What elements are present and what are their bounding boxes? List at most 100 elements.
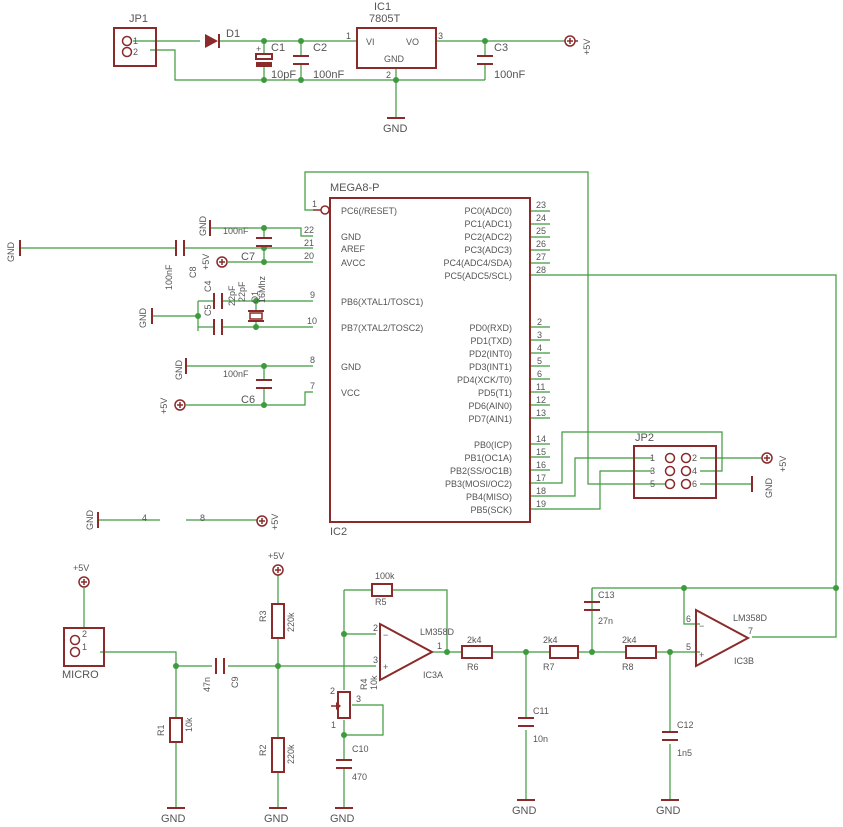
- vcc-c6-label: +5V: [159, 398, 169, 414]
- gnd-r2-label: GND: [264, 813, 289, 825]
- pin-pb3: PB3(MOSI/OC2): [445, 479, 512, 489]
- pin-pc6: PC6(/RESET): [341, 206, 397, 216]
- c11-capacitor: C11 10n GND: [512, 706, 549, 817]
- pin-11-num: 11: [536, 382, 545, 392]
- c7-capacitor: 100nF C7: [223, 226, 272, 263]
- ic3b-type: LM358D: [733, 613, 768, 623]
- jp1-connector: JP1 1 2: [113, 13, 157, 67]
- d1-label: D1: [226, 28, 240, 40]
- pin-pb5: PB5(SCK): [470, 505, 512, 515]
- ic3a-type: LM358D: [420, 627, 455, 637]
- gnd-pwr-label: GND: [85, 510, 95, 531]
- gnd-jp2-label: GND: [764, 478, 774, 499]
- ic1-regulator: IC1 7805T VI VO GND 1 3 2: [346, 1, 443, 80]
- pin-pc4: PC4(ADC4/SDA): [443, 258, 512, 268]
- q1-crystal: Q1 16Mhz: [248, 275, 267, 322]
- vcc-symbol-jp2: +5V: [761, 452, 788, 472]
- pin-5-num: 5: [537, 356, 542, 366]
- pin-pb1: PB1(OC1A): [464, 453, 512, 463]
- ic1-pin1: 1: [346, 31, 351, 41]
- c9-value: 47n: [202, 677, 212, 692]
- gnd-symbol-c7: GND: [198, 216, 211, 237]
- r4-potentiometer: R4 10k 2 3 1: [330, 675, 379, 730]
- pin-14-num: 14: [536, 434, 546, 444]
- d1-diode: D1: [205, 28, 240, 48]
- ic1-name: IC1: [374, 1, 391, 13]
- pin-25-num: 25: [536, 226, 546, 236]
- c1-value: 10pF: [271, 69, 296, 81]
- vcc-jp2-label: +5V: [778, 456, 788, 472]
- r1-label: R1: [156, 724, 166, 736]
- gnd-symbol-left: GND: [6, 240, 21, 263]
- c10-capacitor: C10 470 GND: [330, 744, 369, 825]
- r8-resistor: 2k4 R8: [622, 635, 657, 672]
- c3-label: C3: [494, 42, 508, 54]
- pin-pc3: PC3(ADC3): [464, 245, 512, 255]
- gnd-c6-label: GND: [174, 360, 184, 381]
- gnd-symbol-jp2: GND: [751, 476, 774, 499]
- ic1-vo: VO: [406, 37, 419, 47]
- pin-pd6: PD6(AIN0): [468, 401, 512, 411]
- vcc-pwr-label: +5V: [270, 514, 280, 530]
- ic2-name-label: IC2: [330, 526, 347, 538]
- r4-label: R4: [359, 678, 369, 690]
- c6-value: 100nF: [223, 369, 249, 379]
- pin-pb7: PB7(XTAL2/TOSC2): [341, 323, 423, 333]
- jp2-pin5: 5: [650, 479, 655, 489]
- jp2-label: JP2: [635, 432, 654, 444]
- c4-value: 22pF: [227, 285, 237, 306]
- r6-value: 2k4: [467, 635, 482, 645]
- vcc-top-label: +5V: [582, 39, 592, 55]
- pin-10-num: 10: [307, 316, 317, 326]
- r1-resistor: R1 10k GND: [156, 717, 194, 825]
- r3-resistor: R3 220k: [258, 603, 296, 639]
- c8-capacitor: C8 100nF: [164, 240, 198, 290]
- ic3b-label: IC3B: [734, 656, 754, 666]
- gnd-left-label: GND: [6, 242, 16, 263]
- wires: [20, 40, 837, 808]
- c10-label: C10: [352, 744, 369, 754]
- jp2-pin4: 4: [692, 466, 697, 476]
- gnd-c7-label: GND: [198, 216, 208, 237]
- pin-27-num: 27: [536, 252, 546, 262]
- c2-label: C2: [313, 42, 327, 54]
- pin-gnd-b: GND: [341, 362, 362, 372]
- jp2-pin3: 3: [650, 466, 655, 476]
- pin-6-num: 6: [537, 369, 542, 379]
- c11-label: C11: [533, 706, 549, 716]
- ic1-gnd: GND: [384, 54, 405, 64]
- pin-19-num: 19: [536, 499, 546, 509]
- r8-value: 2k4: [622, 635, 637, 645]
- c1-plus: +: [256, 44, 261, 54]
- pin-pd0: PD0(RXD): [469, 323, 512, 333]
- c6-capacitor: 100nF C6: [223, 369, 272, 406]
- pin-pc2: PC2(ADC2): [464, 232, 512, 242]
- gnd-top-label: GND: [383, 123, 408, 135]
- ic3b-pin5: 5: [686, 642, 691, 652]
- ic3a-pin3: 3: [373, 655, 378, 665]
- r2-resistor: R2 220k GND: [258, 737, 296, 825]
- gnd-r1-label: GND: [161, 813, 186, 825]
- pin-vcc: VCC: [341, 388, 361, 398]
- micro-connector: 2 1 MICRO: [62, 627, 105, 681]
- pin-pb6: PB6(XTAL1/TOSC1): [341, 297, 423, 307]
- vcc-avcc-label: +5V: [201, 254, 211, 270]
- opamp-power-pins: GND 4 8 +5V: [85, 510, 280, 531]
- c2-capacitor: C2 100nF: [293, 42, 344, 81]
- pin-9-num: 9: [310, 290, 315, 300]
- c12-value: 1n5: [677, 748, 692, 758]
- ic1-vi: VI: [366, 37, 375, 47]
- pin-pc0: PC0(ADC0): [464, 206, 512, 216]
- jp2-pin2: 2: [692, 453, 697, 463]
- c12-label: C12: [677, 720, 694, 730]
- c4-capacitor: C4 22pF: [203, 280, 237, 309]
- c12-capacitor: C12 1n5 GND: [656, 720, 694, 817]
- vcc-symbol-c6: +5V: [159, 398, 186, 414]
- c13-capacitor: C13 27n: [584, 590, 615, 626]
- ic3a-plus: +: [383, 662, 388, 672]
- c5-label: C5: [203, 304, 213, 316]
- r5-value: 100k: [375, 571, 395, 581]
- r5-resistor: 100k R5: [371, 571, 395, 607]
- jp1-pin1: 1: [133, 36, 138, 46]
